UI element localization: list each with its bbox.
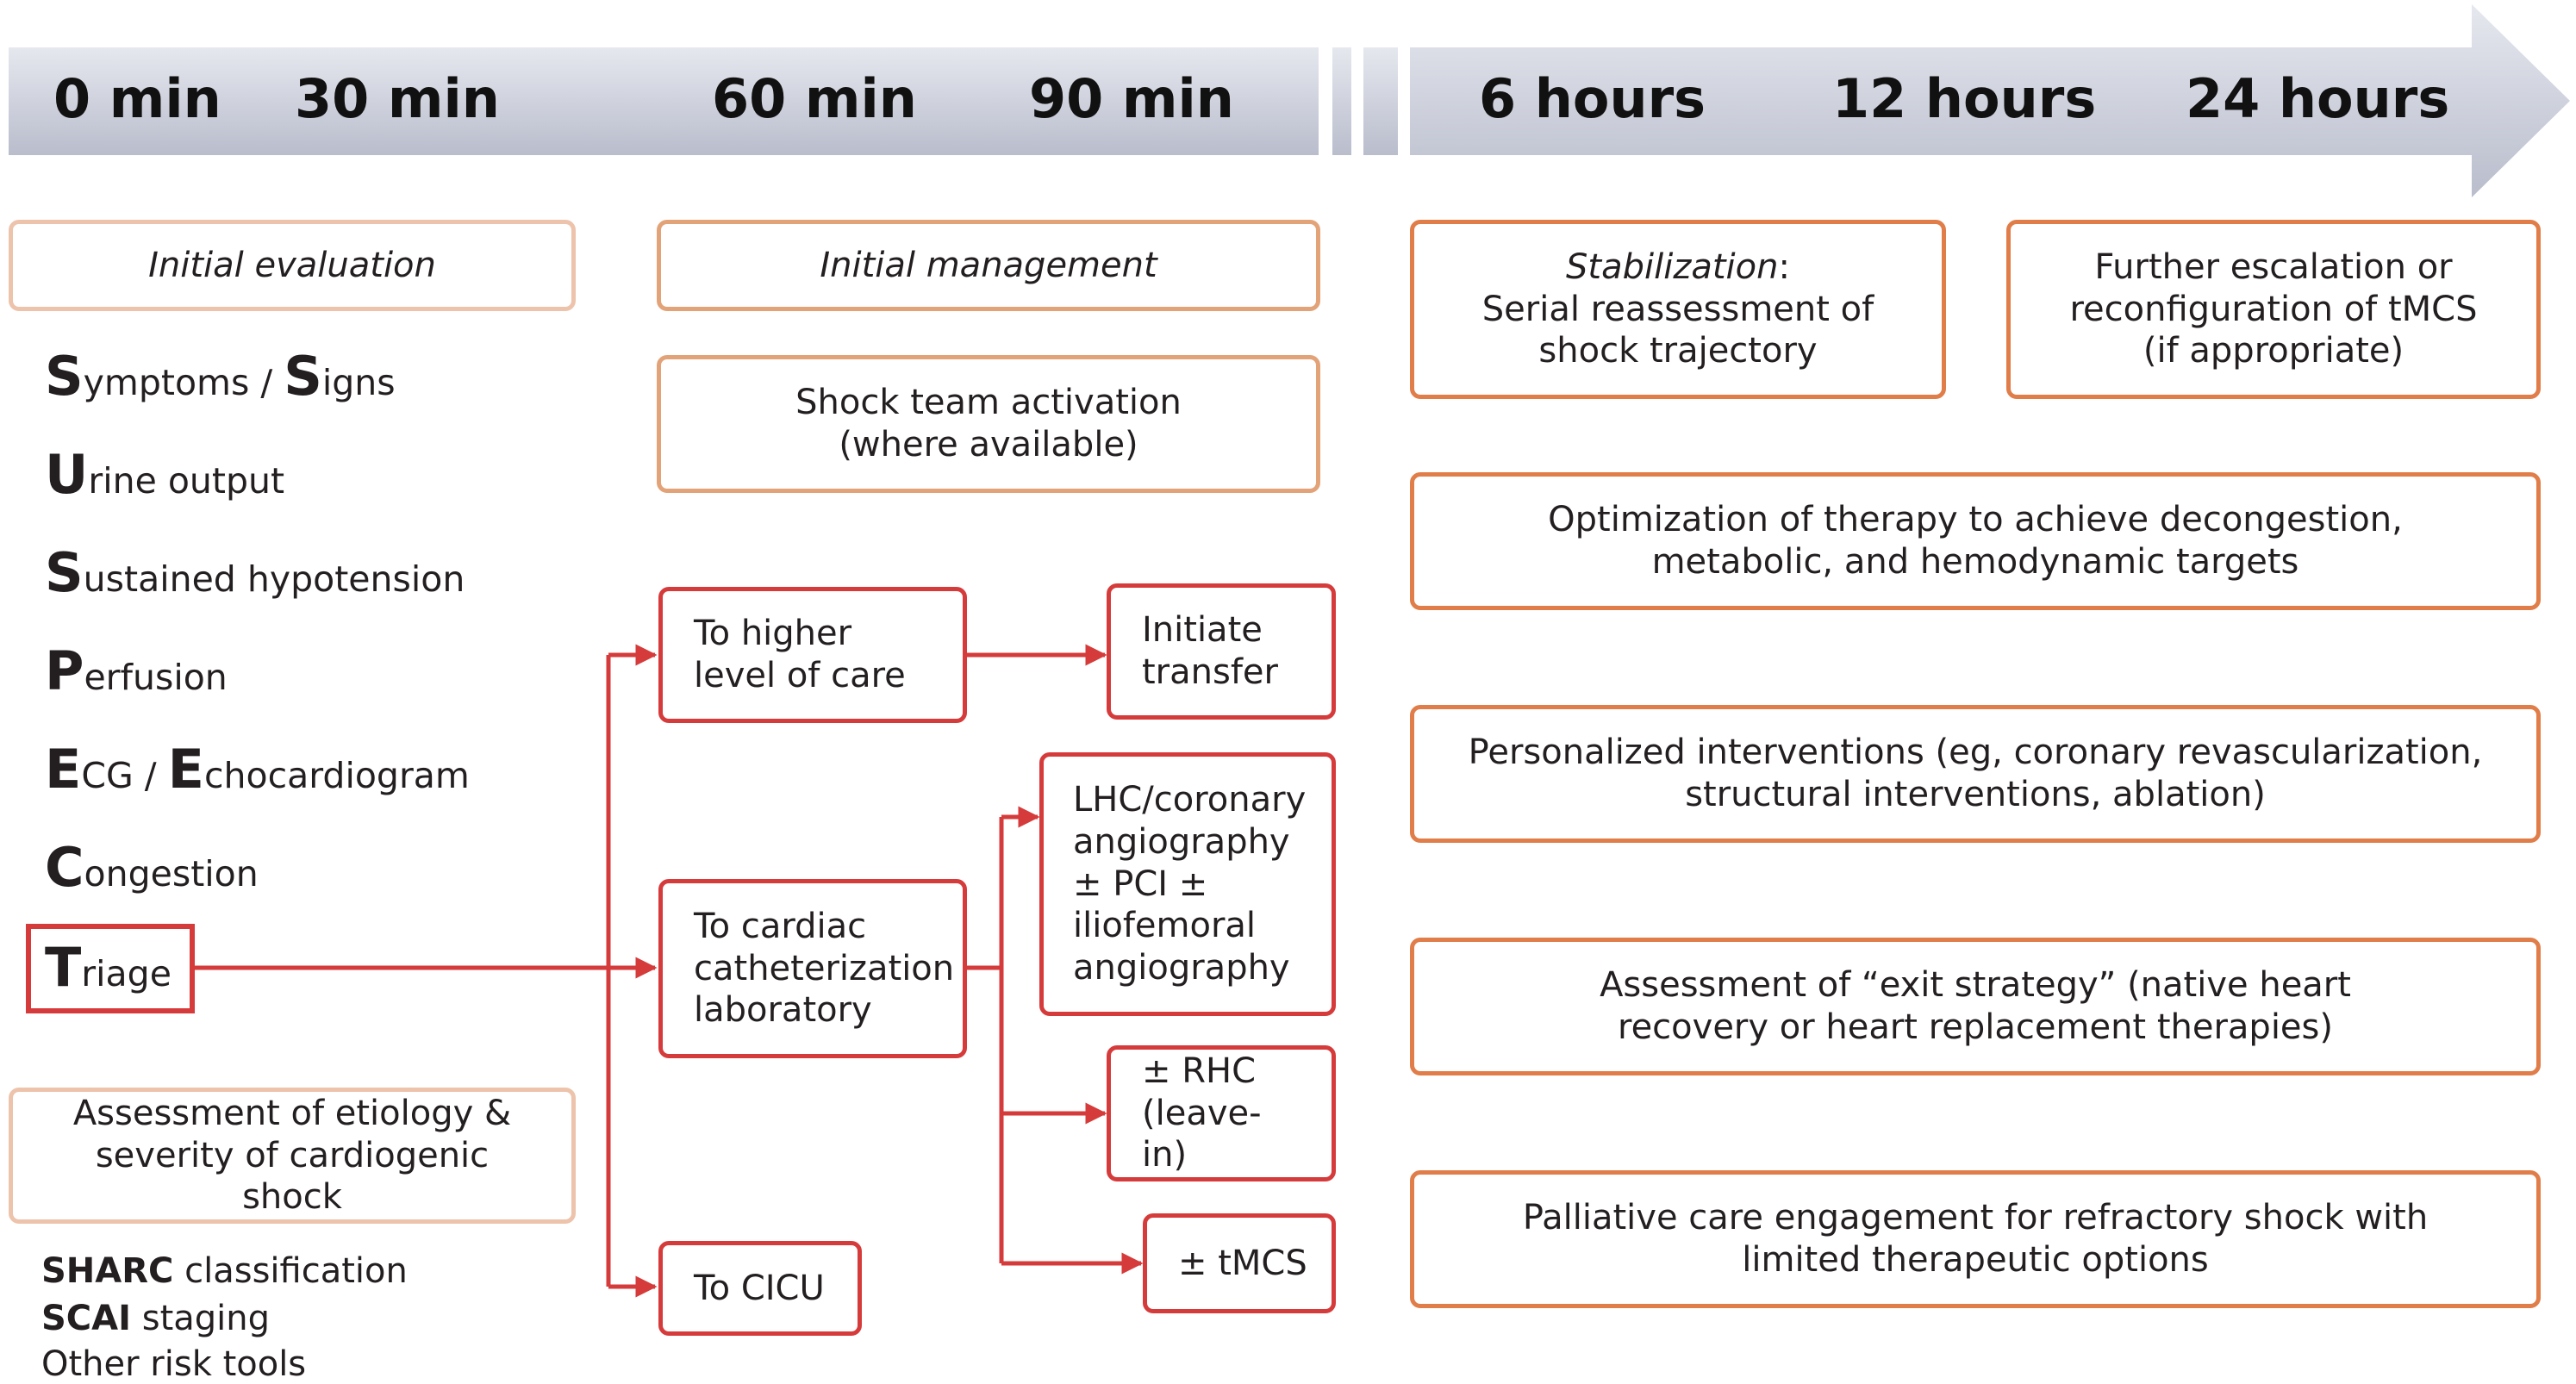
- timeline-mark-12hours: 12 hours: [1832, 67, 2097, 130]
- timeline-mark-24hours: 24 hours: [2186, 67, 2450, 130]
- suspect-initial: C: [45, 836, 84, 899]
- suspect-text: ustained hypotension: [83, 558, 465, 600]
- timeline-arrow-late: [1410, 4, 2570, 197]
- timeline-segment-early: [9, 47, 1319, 155]
- exit-strategy-box: Assessment of “exit strategy” (native he…: [1410, 938, 2541, 1075]
- suspect-text: ymptoms /: [83, 362, 284, 403]
- risk-tool-item: Other risk tools: [41, 1344, 306, 1384]
- assessment-etiology-box: Assessment of etiology & severity of car…: [9, 1088, 576, 1224]
- stabilization-title: Stabilization: [1566, 246, 1779, 287]
- suspect-initial: S: [284, 345, 322, 408]
- higher-level-care-box: To higher level of care: [658, 587, 967, 723]
- suspect-initial: E: [45, 738, 82, 801]
- stabilization-text: Serial reassessment of shock trajectory: [1481, 289, 1874, 371]
- lhc-angiography-box: LHC/coronary angiography ± PCI ± iliofem…: [1039, 752, 1336, 1016]
- initial-management-header: Initial management: [657, 220, 1320, 311]
- suspect-initial: S: [45, 345, 84, 408]
- shock-team-activation-box: Shock team activation (where available): [657, 355, 1320, 493]
- risk-tool-name: SHARC: [41, 1251, 174, 1291]
- suspect-initial: P: [45, 639, 84, 702]
- risk-tool-item: SHARC classification: [41, 1251, 408, 1291]
- timeline-mark-30min: 30 min: [295, 67, 500, 130]
- tmcs-box: ± tMCS: [1143, 1213, 1336, 1313]
- stabilization-box: Stabilization: Serial reassessment of sh…: [1410, 220, 1946, 399]
- timeline-gap-2: [1363, 47, 1398, 155]
- timeline-mark-60min: 60 min: [712, 67, 917, 130]
- suspect-item: Congestion: [45, 836, 259, 899]
- suspect-text: igns: [321, 362, 396, 403]
- suspect-item: Symptoms / Signs: [45, 345, 396, 408]
- timeline-band: [9, 4, 2570, 197]
- timeline-mark-6hours: 6 hours: [1479, 67, 1706, 130]
- suspect-item: Perfusion: [45, 639, 228, 702]
- suspect-initial: U: [45, 443, 89, 506]
- palliative-care-box: Palliative care engagement for refractor…: [1410, 1170, 2541, 1308]
- optimization-therapy-box: Optimization of therapy to achieve decon…: [1410, 472, 2541, 610]
- suspect-initial: S: [45, 541, 84, 604]
- stabilization-title-colon: :: [1778, 246, 1790, 287]
- timeline-mark-0min: 0 min: [53, 67, 221, 130]
- risk-tool-text: classification: [173, 1251, 408, 1291]
- risk-tool-item: SCAI staging: [41, 1299, 270, 1338]
- suspect-text: erfusion: [84, 657, 228, 698]
- timeline-gap-1: [1332, 47, 1351, 155]
- suspect-item: ECG / Echocardiogram: [45, 738, 470, 801]
- initiate-transfer-box: Initiate transfer: [1107, 583, 1336, 720]
- risk-tool-name: SCAI: [41, 1299, 132, 1338]
- timeline-mark-90min: 90 min: [1029, 67, 1234, 130]
- suspect-text: riage: [81, 953, 172, 994]
- suspect-text: ongestion: [84, 853, 259, 895]
- suspect-text: CG /: [81, 755, 168, 796]
- suspect-initial: E: [167, 738, 204, 801]
- rhc-box: ± RHC (leave-in): [1107, 1045, 1336, 1181]
- suspect-initial: T: [45, 936, 82, 999]
- suspect-item: Triage: [45, 936, 172, 999]
- cicu-box: To CICU: [658, 1241, 862, 1336]
- suspect-item: Urine output: [45, 443, 284, 506]
- suspect-text: chocardiogram: [204, 755, 470, 796]
- cath-lab-box: To cardiac catheterization laboratory: [658, 879, 967, 1058]
- triage-highlight-box: [26, 924, 195, 1013]
- suspect-item: Sustained hypotension: [45, 541, 465, 604]
- initial-evaluation-header: Initial evaluation: [9, 220, 576, 311]
- escalation-tmcs-box: Further escalation or reconfiguration of…: [2006, 220, 2541, 399]
- suspect-text: rine output: [88, 460, 285, 502]
- personalized-interventions-box: Personalized interventions (eg, coronary…: [1410, 705, 2541, 843]
- risk-tool-text: Other risk tools: [41, 1344, 307, 1384]
- risk-tool-text: staging: [131, 1299, 271, 1338]
